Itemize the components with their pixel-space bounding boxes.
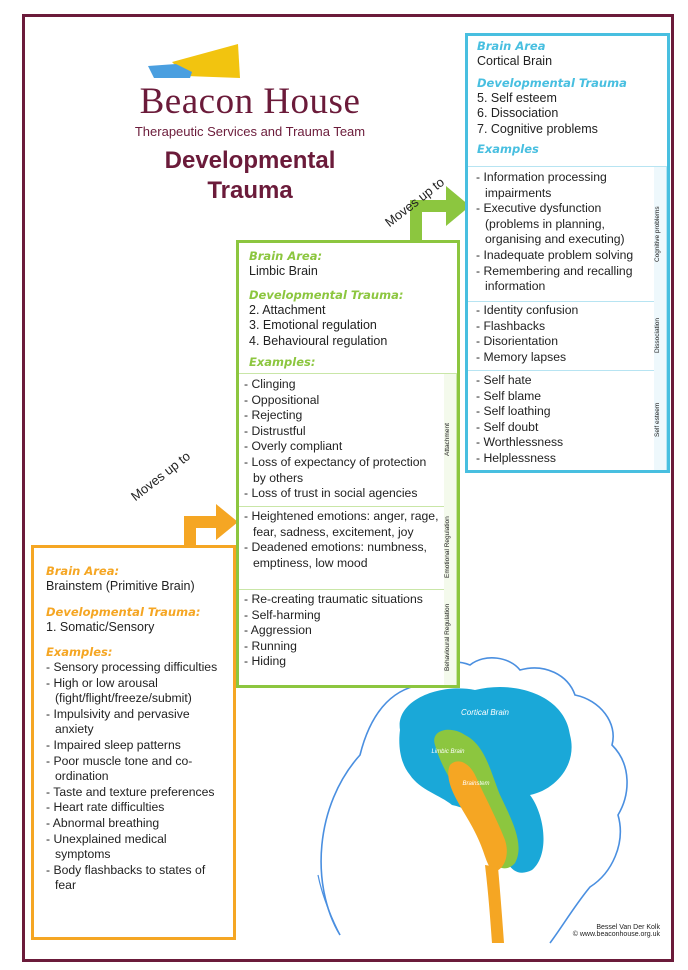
cortical-trauma-7: 7. Cognitive problems [477,121,598,136]
limbic-trauma-3: 3. Emotional regulation [249,318,377,332]
credit: Bessel Van Der Kolk © www.beaconhouse.or… [520,924,660,938]
list-item: - Unexplained medical symptoms [46,831,167,862]
list-item: - Deadened emotions: numbness, emptiness… [244,540,427,570]
limbic-area-label: Brain Area: [249,249,323,263]
group-label-dissociation: Dissociation [654,300,667,370]
list-item: - Flashbacks [476,318,546,333]
cortical-area: Cortical Brain [477,54,553,68]
list-item: - Distrustful [244,423,306,438]
cortical-trauma-label: Developmental Trauma [477,75,627,90]
list-item: - Inadequate problem solving [476,247,634,262]
title-line-1: Developmental [164,147,336,174]
brainstem-trauma-label: Developmental Trauma: [46,604,201,619]
brainstem-region [448,761,507,871]
list-item: - Taste and texture preferences [46,784,215,799]
list-item: - Impaired sleep patterns [46,737,181,752]
list-item: - Self-harming [244,607,321,622]
list-item: - Body flashbacks to states of fear [46,862,206,893]
limbic-trauma-4: 4. Behavioural regulation [249,333,388,348]
logo-subtitle: Therapeutic Services and Trauma Team [134,124,366,139]
list-item: - Abnormal breathing [46,815,160,830]
brain-label-limbic: Limbic Brain [431,749,465,755]
beacon-logo-icon [148,44,240,78]
list-item: - Self doubt [476,419,539,434]
list-item: - Disorientation [476,334,558,349]
list-item: - Executive dysfunction (problems in pla… [476,201,625,247]
limbic-box: Brain Area: Limbic Brain Developmental T… [236,240,460,688]
cortical-group-cognitive: - Information processing impairments - E… [468,166,667,302]
title-line-2: Trauma [207,177,293,204]
brainstem-area: Brainstem (Primitive Brain) [46,579,195,593]
cortical-header: Brain Area Cortical Brain Developmental … [468,36,667,157]
list-item: - Clinging [244,377,296,391]
list-item: - Hiding [244,654,287,669]
limbic-trauma-2: 2. Attachment [249,302,326,317]
list-item: - Self hate [476,373,532,387]
arrow-brainstem-to-limbic [184,504,238,548]
group-label-cognitive-problems: Cognitive problems [654,167,667,301]
spinal-cord [485,865,504,943]
list-item: - Information processing impairments [476,170,607,200]
limbic-header: Brain Area: Limbic Brain Developmental T… [239,243,457,370]
brain-illustration: Cortical Brain Limbic Brain Brainstem [317,657,628,944]
limbic-group-behavioural: - Re-creating traumatic situations - Sel… [239,589,457,685]
brainstem-examples-label: Examples: [46,645,113,659]
group-label-self-esteem: Self esteem [654,370,667,470]
list-item: - Overly compliant [244,439,343,454]
limbic-examples-label: Examples: [249,355,316,369]
list-item: - Re-creating traumatic situations [244,592,423,606]
list-item: - Heart rate difficulties [46,800,165,815]
list-item: - Remembering and recalling information [476,263,633,294]
credit-site: © www.beaconhouse.org.uk [572,931,660,938]
brainstem-examples-list: - Sensory processing difficulties - High… [46,660,223,894]
brainstem-trauma-1: 1. Somatic/Sensory [46,619,155,634]
head-outline [320,657,628,944]
brain-label-cortical: Cortical Brain [461,708,510,717]
list-item: - Sensory processing difficulties [46,660,218,674]
list-item: - High or low arousal (fight/flight/free… [46,675,192,706]
limbic-group-attachment: - Clinging - Oppositional - Rejecting - … [239,373,457,507]
group-label-attachment: Attachment [444,374,457,506]
list-item: - Worthlessness [476,435,564,450]
logo-name: Beacon House [139,81,361,122]
page-title: Developmental Trauma [130,146,370,206]
arrow-limbic-to-cortical [410,186,470,244]
list-item: - Self loathing [476,404,551,419]
cortical-area-label: Brain Area [477,39,546,53]
list-item: - Oppositional [244,392,320,407]
cortical-trauma-5: 5. Self esteem [477,90,557,105]
list-item: - Helplessness [476,450,556,465]
list-item: - Self blame [476,388,542,403]
limbic-group-emotional: - Heightened emotions: anger, rage, fear… [239,505,457,590]
list-item: - Loss of trust in social agencies [244,486,418,501]
list-item: - Poor muscle tone and co-ordination [46,753,193,784]
face-outline [317,874,341,936]
list-item: - Rejecting [244,408,303,423]
cortical-group-dissociation: - Identity confusion - Flashbacks - Diso… [468,300,667,371]
brain-label-brainstem: Brainstem [462,781,489,787]
cortical-box: Brain Area Cortical Brain Developmental … [465,33,670,473]
credit-author: Bessel Van Der Kolk [596,924,660,931]
limbic-area: Limbic Brain [249,264,318,278]
list-item: - Running [244,638,297,653]
limbic-trauma-label: Developmental Trauma: [249,287,404,302]
list-item: - Memory lapses [476,349,567,364]
list-item: - Heightened emotions: anger, rage, fear… [244,509,439,539]
cortical-group-self-esteem: - Self hate - Self blame - Self loathing… [468,370,667,470]
group-label-emotional-regulation: Emotional Regulation [444,505,457,589]
list-item: - Loss of expectancy of protection by ot… [244,454,427,485]
brainstem-area-label: Brain Area: [46,564,120,578]
list-item: - Impulsivity and pervasive anxiety [46,706,190,737]
list-item: - Identity confusion [476,303,579,317]
cortical-examples-label: Examples [477,142,539,156]
list-item: - Aggression [244,623,312,638]
cortical-trauma-6: 6. Dissociation [477,106,559,120]
brainstem-box: Brain Area: Brainstem (Primitive Brain) … [31,545,236,940]
group-label-behavioural-regulation: Behavioural Regulation [444,589,457,685]
